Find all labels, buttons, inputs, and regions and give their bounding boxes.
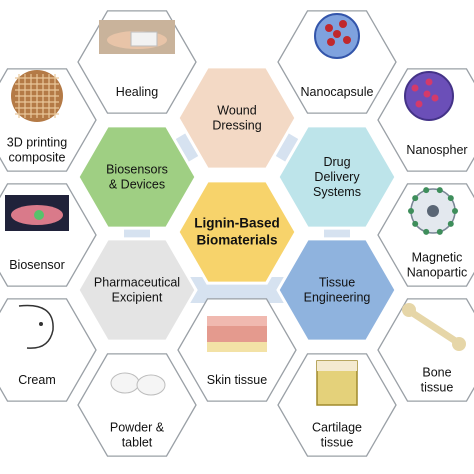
cream-icon xyxy=(18,304,54,349)
outer-hex-nanocapsule xyxy=(277,10,397,114)
category-hex-pharma xyxy=(76,237,198,343)
outer-label-skin: Skin tissue xyxy=(207,373,267,387)
outer-hex-bone xyxy=(377,298,474,402)
healing-icon xyxy=(99,20,175,54)
outer-label-nanosphere: Nanospher xyxy=(406,143,467,157)
category-hex-drug xyxy=(276,124,398,230)
outer-hex-cream xyxy=(0,298,97,402)
outer-label-cream: Cream xyxy=(18,373,56,387)
outer-label-skin-line: Skin tissue xyxy=(207,373,267,387)
outer-label-powder-line: Powder & xyxy=(110,421,165,435)
outer-label-healing: Healing xyxy=(116,85,158,99)
category-label-drug-line: Drug xyxy=(323,155,350,169)
outer-label-magnetic-line: Nanopartic xyxy=(407,266,467,280)
outer-label-powder-line: tablet xyxy=(122,436,153,450)
center-label-line: Lignin-Based xyxy=(194,216,280,231)
category-label-tissue-line: Tissue xyxy=(319,276,355,290)
skin-icon xyxy=(207,316,267,352)
center-label-line: Biomaterials xyxy=(196,233,277,248)
category-hex-tissue xyxy=(276,237,398,343)
category-label-pharma-line: Pharmaceutical xyxy=(94,276,180,290)
cartilage-icon xyxy=(316,360,358,406)
outer-label-nanosphere-line: Nanospher xyxy=(406,143,467,157)
biosensor-icon xyxy=(5,195,69,231)
category-label-biosensors: Biosensors& Devices xyxy=(106,163,168,192)
nanosphere-icon xyxy=(404,71,454,121)
category-hex-wound xyxy=(176,65,298,171)
category-label-wound-line: Dressing xyxy=(212,119,261,133)
outer-label-printing-line: composite xyxy=(9,151,66,165)
powder-icon xyxy=(110,372,166,396)
outer-label-biosensor-line: Biosensor xyxy=(9,258,65,272)
category-label-wound-line: Wound xyxy=(217,104,256,118)
outer-label-bone-line: Bone xyxy=(422,366,451,380)
bone-icon xyxy=(402,303,466,351)
outer-label-cream-line: Cream xyxy=(18,373,56,387)
outer-label-cartilage-line: Cartilage xyxy=(312,421,362,435)
category-label-pharma-line: Excipient xyxy=(112,291,163,305)
category-hex-biosensors xyxy=(76,124,198,230)
category-label-biosensors-line: Biosensors xyxy=(106,163,168,177)
category-label-biosensors-line: & Devices xyxy=(109,178,165,192)
outer-label-biosensor: Biosensor xyxy=(9,258,65,272)
category-label-tissue-line: Engineering xyxy=(304,291,371,305)
outer-label-magnetic-line: Magnetic xyxy=(412,251,463,265)
outer-label-printing-line: 3D printing xyxy=(7,136,67,150)
nanocapsule-icon xyxy=(314,13,360,59)
category-label-drug-line: Systems xyxy=(313,185,361,199)
outer-label-bone-line: tissue xyxy=(421,381,454,395)
outer-hex-powder xyxy=(77,353,197,457)
outer-label-healing-line: Healing xyxy=(116,85,158,99)
center-hex xyxy=(176,179,298,285)
category-label-drug-line: Delivery xyxy=(314,170,360,184)
outer-label-cartilage-line: tissue xyxy=(321,436,354,450)
printing-icon xyxy=(11,70,63,122)
outer-label-nanocapsule-line: Nanocapsule xyxy=(301,85,374,99)
magnetic-icon xyxy=(408,187,458,235)
outer-label-powder: Powder &tablet xyxy=(110,421,165,450)
outer-label-nanocapsule: Nanocapsule xyxy=(301,85,374,99)
